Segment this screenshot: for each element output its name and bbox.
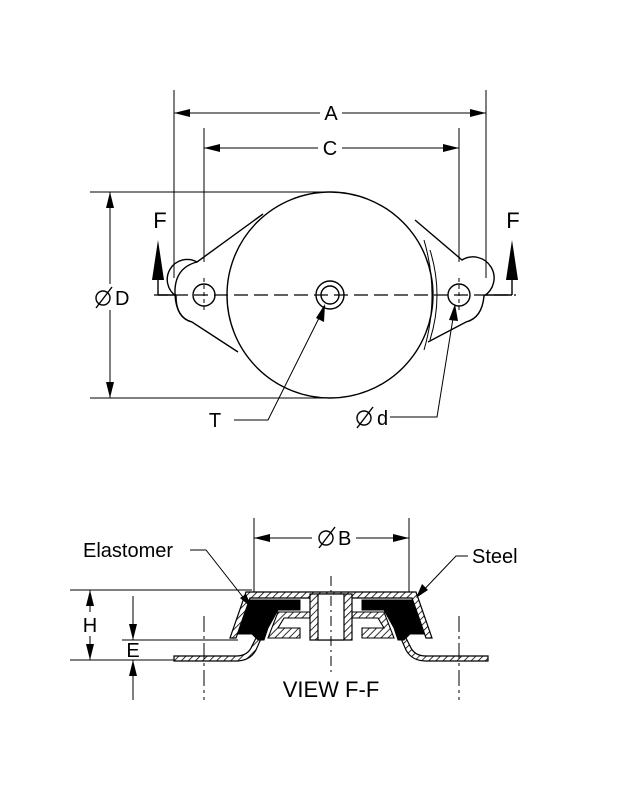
- base-flange: [173, 633, 264, 662]
- section-arrow-right: F: [486, 208, 520, 296]
- callout-elastomer: Elastomer: [83, 540, 252, 608]
- center-insert: [315, 280, 345, 310]
- section-label-right: F: [506, 208, 519, 233]
- bolt-hole-right: [447, 278, 471, 312]
- dimension-a: A: [173, 90, 487, 278]
- dimension-a-label: A: [324, 103, 338, 125]
- diameter-icon: [356, 406, 374, 429]
- callout-t-label: T: [209, 410, 221, 432]
- dimension-b-label: B: [338, 528, 351, 550]
- diameter-icon: [95, 286, 113, 309]
- section-arrow-left: F: [152, 208, 176, 296]
- section-label-left: F: [153, 208, 166, 233]
- callout-steel-label: Steel: [472, 546, 518, 568]
- section-view-caption: VIEW F-F: [283, 677, 380, 702]
- dimension-c-label: C: [323, 138, 337, 160]
- elastomer-body: [237, 599, 301, 641]
- dimension-d-label: D: [115, 288, 129, 310]
- bolt-hole-left: [192, 278, 216, 312]
- callout-steel: Steel: [416, 546, 518, 598]
- callout-elastomer-label: Elastomer: [83, 540, 173, 562]
- dimension-c: C: [203, 128, 460, 262]
- dimension-b: B: [253, 518, 410, 594]
- dimension-h-label: H: [83, 615, 97, 637]
- callout-d-label: d: [377, 408, 388, 430]
- section-view: B H E: [70, 518, 518, 702]
- dimension-d: D: [90, 191, 330, 399]
- callout-t: T: [209, 304, 326, 432]
- dimension-h: H: [70, 589, 252, 661]
- top-view: A C D: [90, 90, 520, 432]
- callout-d: d: [356, 304, 458, 430]
- dimension-e: E: [122, 596, 238, 700]
- steel-shell: [229, 591, 433, 639]
- diameter-icon: [318, 526, 336, 549]
- dimension-e-label: E: [126, 640, 139, 662]
- mount-flange-outline: [166, 213, 495, 353]
